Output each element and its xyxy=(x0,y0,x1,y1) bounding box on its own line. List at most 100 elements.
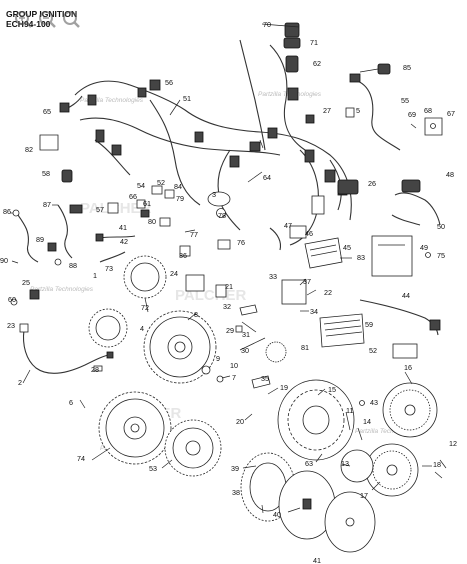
nut-10 xyxy=(216,375,224,383)
callout-25: 25 xyxy=(22,278,30,287)
callout-55: 55 xyxy=(401,96,409,105)
coil-21 xyxy=(215,284,227,298)
callout-5: 5 xyxy=(356,106,360,115)
ring-78 xyxy=(216,208,226,218)
screw-39 xyxy=(242,465,257,469)
connector-24 xyxy=(185,274,205,292)
relay-80 xyxy=(159,217,171,227)
sensor-25 xyxy=(29,289,40,300)
callout-81: 81 xyxy=(301,343,309,352)
connector-61 xyxy=(140,209,150,218)
callout-15: 15 xyxy=(328,385,336,394)
bolt-90 xyxy=(11,260,19,264)
callout-12: 12 xyxy=(449,439,457,448)
bolt-11 xyxy=(345,411,351,431)
sensor-76 xyxy=(217,239,231,250)
connector-84 xyxy=(164,189,175,199)
callout-70: 70 xyxy=(263,20,271,29)
callout-71: 71 xyxy=(310,38,318,47)
callout-73: 73 xyxy=(105,264,113,273)
gasket-3 xyxy=(207,191,231,207)
connector-26 xyxy=(337,179,359,195)
search-icon[interactable] xyxy=(63,11,80,28)
callout-41b: 41 xyxy=(119,223,127,232)
callout-58: 58 xyxy=(42,169,50,178)
callout-77: 77 xyxy=(190,230,198,239)
sensor-87 xyxy=(57,204,83,259)
callout-83: 83 xyxy=(357,253,365,262)
zoom-controls xyxy=(15,11,80,28)
ecu-module-49 xyxy=(371,235,413,277)
washer-60 xyxy=(10,298,18,306)
ring-gear-left xyxy=(88,308,128,348)
connector-54 xyxy=(151,185,163,195)
callout-72: 72 xyxy=(141,303,149,312)
harness-47 xyxy=(269,227,282,251)
callout-50: 50 xyxy=(437,222,445,231)
bolt-35 xyxy=(251,375,271,389)
callout-20: 20 xyxy=(236,417,244,426)
rotor-15 xyxy=(277,379,355,461)
key-28 xyxy=(93,365,103,372)
callout-80: 80 xyxy=(148,217,156,226)
connector-71 xyxy=(283,37,301,49)
callout-14: 14 xyxy=(363,417,371,426)
callout-2: 2 xyxy=(18,378,22,387)
sensor-29 xyxy=(235,325,243,333)
sensor-88 xyxy=(54,258,62,266)
connector-64 xyxy=(247,171,263,183)
callout-21: 21 xyxy=(225,282,233,291)
zoom-in-icon[interactable] xyxy=(15,11,32,28)
callout-69: 69 xyxy=(408,110,416,119)
harness-55 xyxy=(349,73,401,151)
harness-48 xyxy=(394,179,441,226)
callout-9: 9 xyxy=(216,354,220,363)
callout-33: 33 xyxy=(269,272,277,281)
cap-5 xyxy=(345,107,355,118)
watermark-brand-1: Partzilla Technologies xyxy=(80,97,144,104)
callout-64: 64 xyxy=(263,173,271,182)
bolt-69 xyxy=(410,123,417,129)
callout-54: 54 xyxy=(137,181,145,190)
relay-57 xyxy=(107,202,119,214)
zoom-out-icon[interactable] xyxy=(39,11,56,28)
callout-76: 76 xyxy=(237,238,245,247)
bolt-7 xyxy=(221,375,231,379)
callout-43: 43 xyxy=(370,398,378,407)
callout-17: 17 xyxy=(360,491,368,500)
callout-62: 62 xyxy=(313,59,321,68)
callout-90: 90 xyxy=(0,256,8,265)
harness-50 xyxy=(391,214,421,226)
bolt-14 xyxy=(357,427,363,441)
flywheel-74 xyxy=(98,391,172,465)
module-46 xyxy=(289,225,307,239)
stator-72 xyxy=(123,255,167,299)
sensor-77 xyxy=(184,229,196,233)
callout-13: 13 xyxy=(341,459,349,468)
callout-35: 35 xyxy=(261,374,269,383)
callout-87: 87 xyxy=(43,200,51,209)
callout-51: 51 xyxy=(183,94,191,103)
regulator-59 xyxy=(319,313,365,348)
callout-30: 30 xyxy=(241,346,249,355)
callout-66: 66 xyxy=(129,192,137,201)
callout-10: 10 xyxy=(230,361,238,370)
callout-57: 57 xyxy=(96,205,104,214)
bolt-67 xyxy=(439,459,447,469)
fan-16 xyxy=(382,382,438,438)
connector-70 xyxy=(261,22,300,38)
callout-40: 40 xyxy=(273,510,281,519)
callout-84: 84 xyxy=(174,182,182,191)
callout-89: 89 xyxy=(36,235,44,244)
callout-3: 3 xyxy=(212,190,216,199)
callout-59: 59 xyxy=(365,320,373,329)
bolt-43 xyxy=(359,400,365,406)
callout-6: 6 xyxy=(69,398,73,407)
callout-34: 34 xyxy=(310,307,318,316)
cover-plate-41 xyxy=(324,491,376,553)
callout-24: 24 xyxy=(170,269,178,278)
callout-42: 42 xyxy=(120,237,128,246)
pin-6 xyxy=(79,399,86,409)
callout-79: 79 xyxy=(176,194,184,203)
callout-82: 82 xyxy=(25,145,33,154)
